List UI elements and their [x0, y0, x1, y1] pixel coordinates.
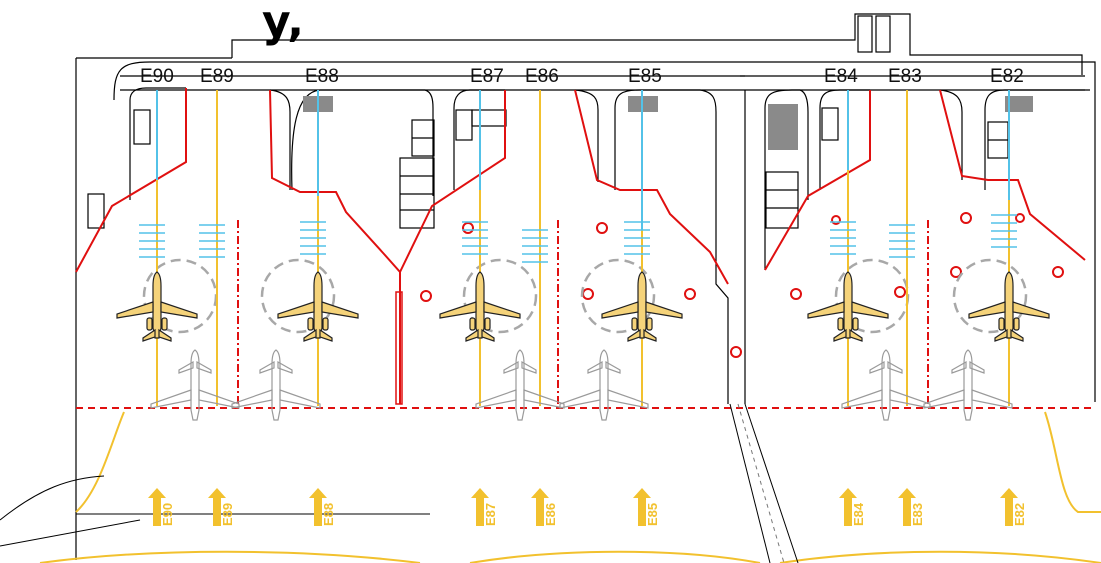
gate-label-e87: E87 — [470, 66, 504, 87]
stand-arrow-icon — [148, 488, 166, 526]
stand-arrow-icon — [471, 488, 489, 526]
stand-arrow-icon — [633, 488, 651, 526]
gate-label-e83: E83 — [888, 66, 922, 87]
stand-arrow-icon — [309, 488, 327, 526]
ghost-aircraft-icon — [150, 349, 240, 421]
stand-label-e87: E87 — [483, 503, 498, 526]
title-fragment: y, — [262, 0, 304, 47]
stand-label-e82: E82 — [1012, 503, 1027, 526]
stand-label-e84: E84 — [851, 502, 866, 526]
stand-markings: E90 E89 E88 E87 E86 E85 E84 E83 E82 — [148, 488, 1027, 526]
gate-label-e84: E84 — [824, 66, 858, 87]
stand-label-e88: E88 — [321, 503, 336, 526]
gate-label-e82: E82 — [990, 66, 1024, 87]
stand-label-e90: E90 — [160, 503, 175, 526]
stand-label-e89: E89 — [220, 503, 235, 526]
gate-labels: E90 E89 E88 E87 E86 E85 E84 E83 E82 — [140, 66, 1024, 87]
gate-label-e85: E85 — [628, 66, 662, 87]
gate-label-e88: E88 — [305, 66, 339, 87]
safety-lines — [75, 88, 1092, 409]
stand-label-e83: E83 — [910, 503, 925, 526]
stand-arrow-icon — [839, 488, 857, 526]
terminal-building — [75, 13, 1096, 560]
ghost-aircraft-icon — [231, 349, 321, 421]
taxiway-lines — [0, 403, 1101, 563]
gray-boxes — [303, 96, 1033, 150]
stand-arrow-icon — [898, 488, 916, 526]
stand-arrow-icon — [1000, 488, 1018, 526]
ghost-aircraft-icon — [475, 349, 565, 421]
gate-label-e86: E86 — [525, 66, 559, 87]
stand-arrow-icon — [208, 488, 226, 526]
clearance-circles — [142, 258, 1028, 334]
regional-jet-icon — [601, 271, 683, 342]
ghost-aircraft-icon — [841, 349, 931, 421]
stand-label-e86: E86 — [543, 503, 558, 526]
gate-label-e89: E89 — [200, 66, 234, 87]
stand-arrow-icon — [531, 488, 549, 526]
gate-label-e90: E90 — [140, 66, 174, 87]
stand-label-e85: E85 — [645, 503, 660, 526]
ghost-aircraft-icon — [559, 349, 649, 421]
ghost-aircraft-icon — [923, 349, 1013, 421]
